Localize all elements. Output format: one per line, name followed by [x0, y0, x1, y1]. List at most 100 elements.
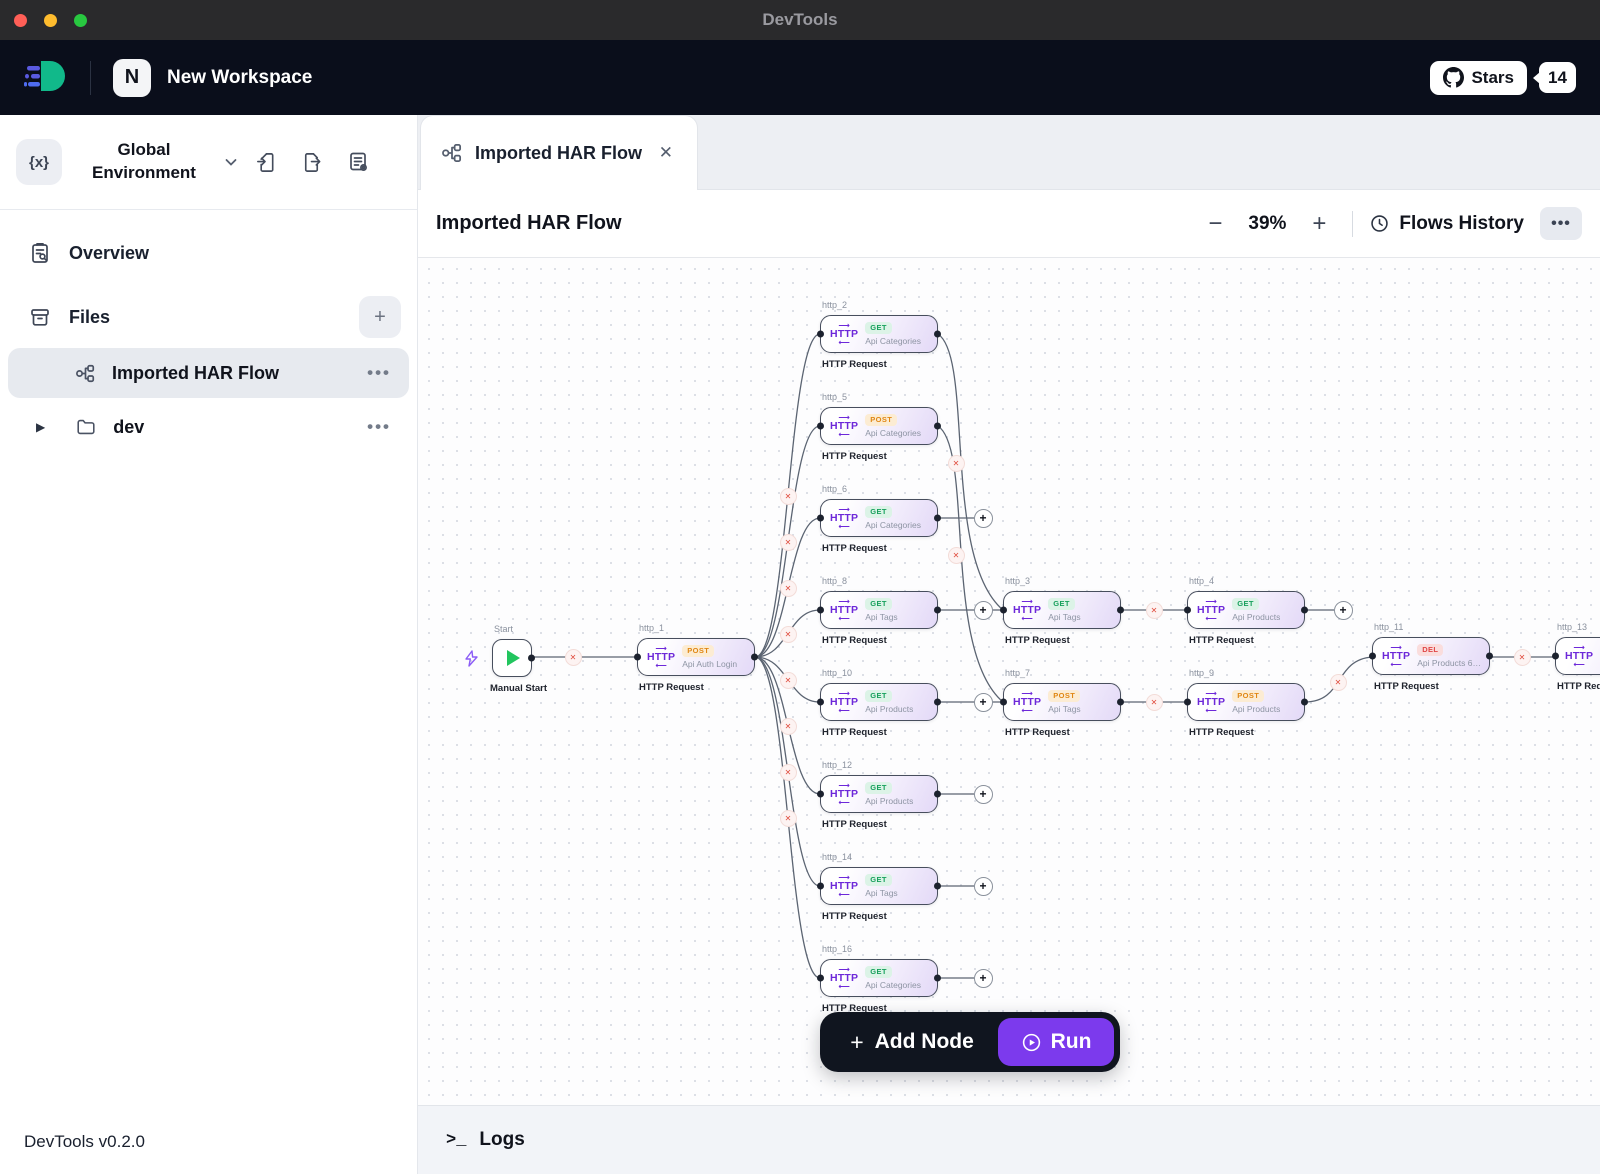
input-port[interactable] — [817, 790, 824, 798]
node-id-label: http_9 — [1189, 668, 1215, 678]
add-node-button[interactable]: + Add Node — [826, 1029, 998, 1056]
add-step-handle[interactable]: + — [973, 692, 993, 712]
chevron-down-icon[interactable] — [222, 153, 240, 171]
input-port[interactable] — [817, 974, 824, 982]
folder-menu-button[interactable]: ••• — [367, 417, 391, 436]
add-step-handle[interactable]: + — [973, 600, 993, 620]
input-port[interactable] — [817, 422, 824, 430]
input-port[interactable] — [1552, 652, 1559, 660]
method-badge: GET — [865, 322, 892, 334]
output-port[interactable] — [934, 514, 941, 522]
input-port[interactable] — [1184, 606, 1191, 614]
input-port[interactable] — [817, 514, 824, 522]
output-port[interactable] — [751, 653, 758, 661]
input-port[interactable] — [817, 882, 824, 890]
output-port[interactable] — [934, 422, 941, 430]
edge-delete-marker[interactable]: ✕ — [779, 625, 797, 643]
output-port[interactable] — [934, 790, 941, 798]
edge-delete-marker[interactable]: ✕ — [1513, 648, 1531, 666]
input-port[interactable] — [634, 653, 641, 661]
view-document-icon[interactable] — [346, 150, 370, 174]
edge-delete-marker[interactable]: ✕ — [779, 763, 797, 781]
flow-canvas[interactable]: + Add Node Run ✕ ✕ ✕ ✕ ✕ ✕ ✕ ✕ ✕ ✕ ✕ ✕ ✕ ✕ ✕ + + + + + + + Sta… — [418, 258, 1600, 1105]
file-menu-button[interactable]: ••• — [367, 363, 391, 382]
input-port[interactable] — [817, 698, 824, 706]
edge-delete-marker[interactable]: ✕ — [779, 533, 797, 551]
zoom-in-button[interactable]: + — [1312, 209, 1327, 237]
edge-delete-marker[interactable]: ✕ — [779, 579, 797, 597]
run-button[interactable]: Run — [998, 1018, 1114, 1066]
output-port[interactable] — [1301, 606, 1308, 614]
output-port[interactable] — [934, 882, 941, 890]
output-port[interactable] — [934, 606, 941, 614]
add-step-handle[interactable]: + — [973, 876, 993, 896]
edge-delete-marker[interactable]: ✕ — [1145, 601, 1163, 619]
output-port[interactable] — [934, 974, 941, 982]
input-port[interactable] — [1000, 606, 1007, 614]
github-stars-button[interactable]: Stars — [1430, 60, 1527, 95]
output-port[interactable] — [1117, 698, 1124, 706]
caret-right-icon[interactable]: ▶ — [36, 420, 46, 434]
edge-delete-marker[interactable]: ✕ — [779, 809, 797, 827]
close-tab-icon[interactable]: ✕ — [658, 143, 673, 162]
workspace-avatar[interactable]: N — [113, 58, 151, 97]
sidebar-item-overview[interactable]: Overview — [0, 228, 417, 278]
output-port[interactable] — [934, 698, 941, 706]
input-port[interactable] — [817, 606, 824, 614]
close-window-button[interactable] — [14, 13, 27, 27]
flows-history-button[interactable]: Flows History — [1369, 213, 1524, 235]
output-port[interactable] — [934, 330, 941, 338]
edge-delete-marker[interactable]: ✕ — [947, 454, 965, 472]
input-port[interactable] — [1000, 698, 1007, 706]
input-port[interactable] — [817, 330, 824, 338]
add-step-handle[interactable]: + — [973, 784, 993, 804]
more-options-button[interactable]: ••• — [1540, 207, 1582, 240]
edge-delete-marker[interactable]: ✕ — [779, 487, 797, 505]
add-file-button[interactable]: + — [359, 296, 401, 338]
zoom-out-button[interactable]: − — [1208, 209, 1223, 237]
maximize-window-button[interactable] — [74, 13, 87, 27]
edge-delete-marker[interactable]: ✕ — [564, 648, 582, 666]
output-port[interactable] — [1301, 698, 1308, 706]
add-step-handle[interactable]: + — [973, 968, 993, 988]
logs-panel-toggle[interactable]: >_ Logs — [418, 1105, 1600, 1174]
environment-variables-button[interactable]: {x} — [16, 139, 62, 185]
edge-delete-marker[interactable]: ✕ — [779, 717, 797, 735]
export-file-icon[interactable] — [300, 151, 323, 174]
edge-delete-marker[interactable]: ✕ — [779, 671, 797, 689]
edge-delete-marker[interactable]: ✕ — [947, 546, 965, 564]
input-port[interactable] — [1184, 698, 1191, 706]
import-file-icon[interactable] — [254, 151, 277, 174]
edge-delete-marker[interactable]: ✕ — [1145, 693, 1163, 711]
output-port[interactable] — [528, 654, 535, 662]
edge-delete-marker[interactable]: ✕ — [1329, 673, 1347, 691]
sidebar-item-imported-har-flow[interactable]: Imported HAR Flow ••• — [8, 348, 409, 398]
minimize-window-button[interactable] — [44, 13, 57, 27]
sidebar-item-dev-folder[interactable]: ▶ dev ••• — [0, 404, 417, 450]
add-step-handle[interactable]: + — [973, 508, 993, 528]
output-port[interactable] — [1117, 606, 1124, 614]
add-step-handle[interactable]: + — [1333, 600, 1353, 620]
sidebar-item-files[interactable]: Files + — [0, 292, 417, 342]
input-port[interactable] — [1369, 652, 1376, 660]
output-port[interactable] — [1486, 652, 1493, 660]
tab-imported-har-flow[interactable]: Imported HAR Flow ✕ — [420, 115, 698, 190]
